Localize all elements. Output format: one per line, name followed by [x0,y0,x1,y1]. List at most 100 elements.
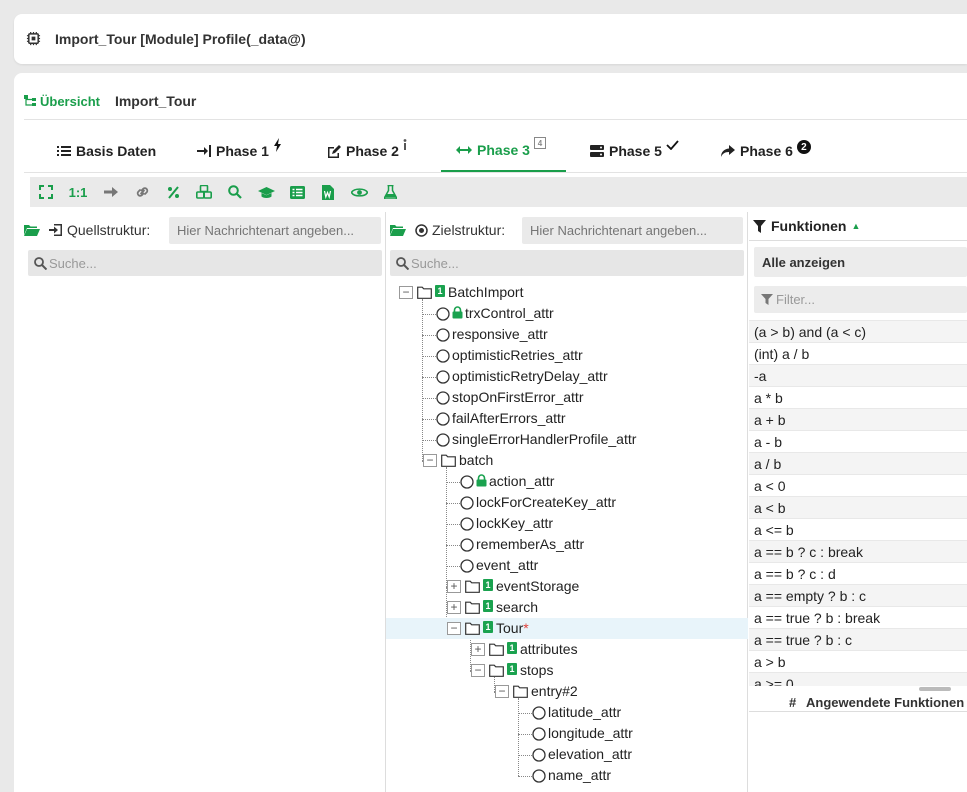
tab-label: Phase 6 [740,143,793,159]
attribute-circle-icon [460,517,474,531]
function-item[interactable]: a >= 0 [749,672,967,686]
tree-node-field[interactable]: lockKey_attr [386,513,748,534]
tab-phase-6[interactable]: Phase 6 2 [721,130,811,172]
source-panel: Quellstruktur: Suche... [24,212,386,792]
scrollbar[interactable] [919,687,951,691]
tree-node-field[interactable]: action_attr [386,471,748,492]
function-category-select[interactable]: Alle anzeigen [754,247,967,277]
tree-node-field[interactable]: optimisticRetryDelay_attr [386,366,748,387]
function-item[interactable]: a - b [749,430,967,452]
tab-basis-daten[interactable]: Basis Daten [57,130,156,172]
folder-open-icon[interactable] [24,224,40,236]
function-filter-input[interactable]: Filter... [754,286,967,313]
arrow-right-button[interactable] [97,181,125,203]
tab-phase-3[interactable]: Phase 3 4 [441,130,566,172]
fit-screen-button[interactable] [32,181,60,203]
expand-toggle[interactable]: + [471,643,485,656]
preview-button[interactable] [345,181,373,203]
tree-node-field[interactable]: rememberAs_attr [386,534,748,555]
function-item[interactable]: a == empty ? b : c [749,584,967,606]
folder-open-icon[interactable] [390,224,406,236]
function-item[interactable]: a <= b [749,518,967,540]
tree-node-label: name_attr [548,767,612,783]
divider [749,711,967,712]
tree-node-group[interactable]: −batch [386,450,748,471]
tree-node-label: elevation_attr [548,746,633,762]
collapse-toggle[interactable]: − [447,622,461,635]
attribute-circle-icon [460,559,474,573]
target-search-input[interactable]: Suche... [390,250,744,276]
collapse-toggle[interactable]: − [471,664,485,677]
expand-toggle[interactable]: + [447,601,461,614]
source-search-input[interactable]: Suche... [28,250,382,276]
tab-phase-5[interactable]: Phase 5 [590,130,684,172]
function-item[interactable]: a == true ? b : c [749,628,967,650]
tree-node-field[interactable]: stopOnFirstError_attr [386,387,748,408]
arrow-right-icon [104,187,118,197]
function-item[interactable]: a > b [749,650,967,672]
test-button[interactable] [376,181,404,203]
attribute-circle-icon [460,496,474,510]
lock-icon [452,306,463,319]
functions-header[interactable]: Funktionen ▲ [753,218,860,234]
server-icon [590,145,604,157]
tree-node-field[interactable]: longitude_attr [386,723,748,744]
tree-connector [446,545,460,546]
tree-node-field[interactable]: event_attr [386,555,748,576]
learn-button[interactable] [252,181,280,203]
tab-phase-1[interactable]: Phase 1 [197,130,287,172]
tree-node-group[interactable]: − entry#2 [386,681,748,702]
tree-node-field[interactable]: optimisticRetries_attr [386,345,748,366]
tree-node-field[interactable]: name_attr [386,765,748,786]
collapse-toggle[interactable]: − [423,454,437,467]
tab-label: Phase 3 [477,142,530,158]
expand-toggle[interactable]: + [447,580,461,593]
function-item[interactable]: (a > b) and (a < c) [749,320,967,342]
search-icon [228,185,242,199]
function-item[interactable]: -a [749,364,967,386]
function-item[interactable]: a == b ? c : d [749,562,967,584]
function-item[interactable]: a / b [749,452,967,474]
breadcrumb: Übersicht Import_Tour [24,91,196,111]
tree-node-field[interactable]: elevation_attr [386,744,748,765]
collapse-toggle[interactable]: − [399,286,413,299]
table-button[interactable] [283,181,311,203]
function-item[interactable]: a + b [749,408,967,430]
search-button[interactable] [221,181,249,203]
sitemap-icon [24,95,36,106]
collapse-toggle[interactable]: − [495,685,509,698]
function-item[interactable]: (int) a / b [749,342,967,364]
tree-node-label: stopOnFirstError_attr [452,389,584,405]
source-message-type-input[interactable] [169,217,381,244]
tree-node-field[interactable]: responsive_attr [386,324,748,345]
breadcrumb-home[interactable]: Übersicht [24,94,100,109]
function-item[interactable]: a < 0 [749,474,967,496]
tree-node-field[interactable]: latitude_attr [386,702,748,723]
tree-node-field[interactable]: failAfterErrors_attr [386,408,748,429]
word-export-button[interactable] [314,181,342,203]
cubes-button[interactable] [190,181,218,203]
tree-node-label: entry#2 [531,683,578,699]
cardinality-badge: 1 [483,621,493,633]
zoom-reset-button[interactable]: 1:1 [62,181,94,203]
target-message-type-input[interactable] [522,217,743,244]
applied-functions-header[interactable]: # Angewendete Funktionen [749,692,967,712]
function-item[interactable]: a < b [749,496,967,518]
function-item[interactable]: a * b [749,386,967,408]
tree-node-field[interactable]: trxControl_attr [386,303,748,324]
link-button[interactable] [128,181,156,203]
tree-node-field[interactable]: lockForCreateKey_attr [386,492,748,513]
edit-icon [328,144,341,158]
percent-button[interactable] [159,181,187,203]
function-item[interactable]: a == true ? b : break [749,606,967,628]
tree-node-field[interactable]: singleErrorHandlerProfile_attr [386,429,748,450]
function-item[interactable]: a == b ? c : break [749,540,967,562]
ratio-label: 1:1 [68,184,88,200]
tab-phase-2[interactable]: Phase 2 [327,130,412,172]
